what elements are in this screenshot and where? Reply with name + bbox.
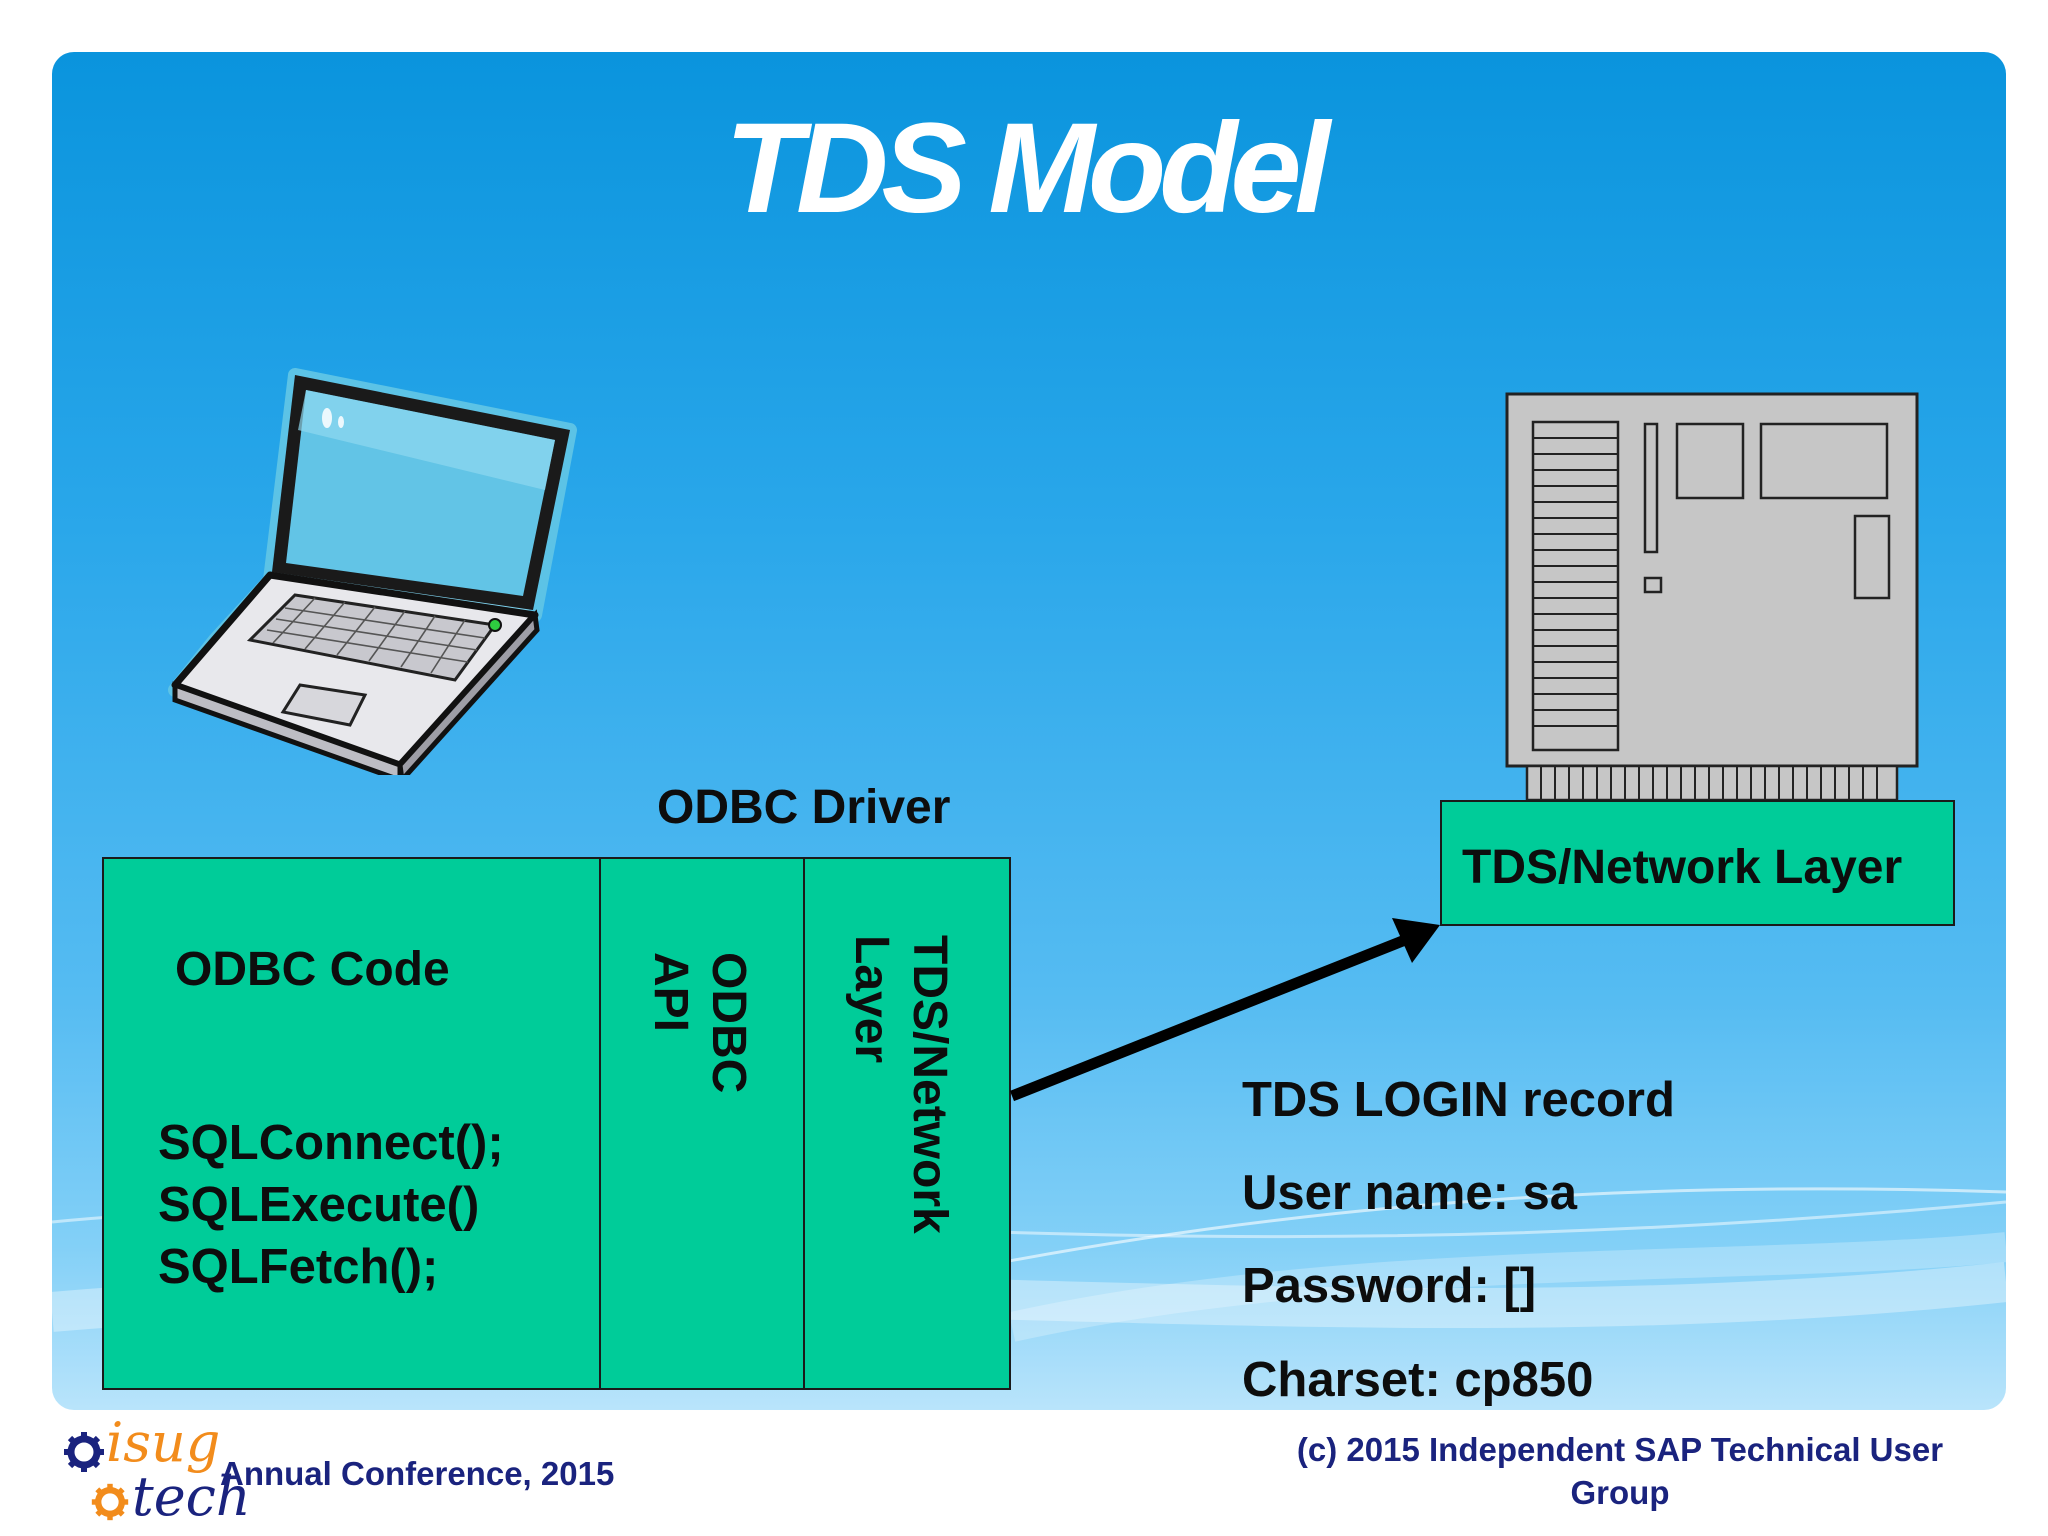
- isug-tech-logo: isug tech: [58, 1411, 251, 1530]
- odbc-code-block: [102, 857, 602, 1390]
- server-icon: [1505, 392, 1919, 802]
- logo-text-isug: isug: [106, 1411, 221, 1474]
- odbc-api-label: ODBC API: [644, 952, 755, 1094]
- page-title: TDS Model: [724, 97, 1330, 240]
- login-user-name: User name: sa: [1242, 1166, 1578, 1220]
- login-record-heading: TDS LOGIN record: [1242, 1073, 1675, 1127]
- tds-network-layer-block: [803, 857, 1011, 1390]
- server-network-layer-block: [1440, 800, 1955, 926]
- gear-icon: [91, 1483, 129, 1521]
- login-charset: Charset: cp850: [1242, 1353, 1594, 1407]
- odbc-code-heading: ODBC Code: [175, 943, 450, 996]
- gear-icon: [64, 1432, 104, 1472]
- footer-copyright: (c) 2015 Independent SAP Technical User …: [1296, 1431, 1944, 1511]
- laptop-icon: [168, 368, 577, 775]
- logo-text-tech: tech: [132, 1465, 251, 1528]
- tds-network-layer-label: TDS/Network Layer: [845, 935, 956, 1234]
- footer-conference: Annual Conference, 2015: [220, 1455, 615, 1492]
- server-network-layer-label: TDS/Network Layer: [1462, 841, 1903, 894]
- login-password: Password: []: [1242, 1259, 1537, 1313]
- odbc-driver-label: ODBC Driver: [657, 781, 951, 834]
- odbc-code-lines: SQLConnect(); SQLExecute() SQLFetch();: [158, 1116, 504, 1294]
